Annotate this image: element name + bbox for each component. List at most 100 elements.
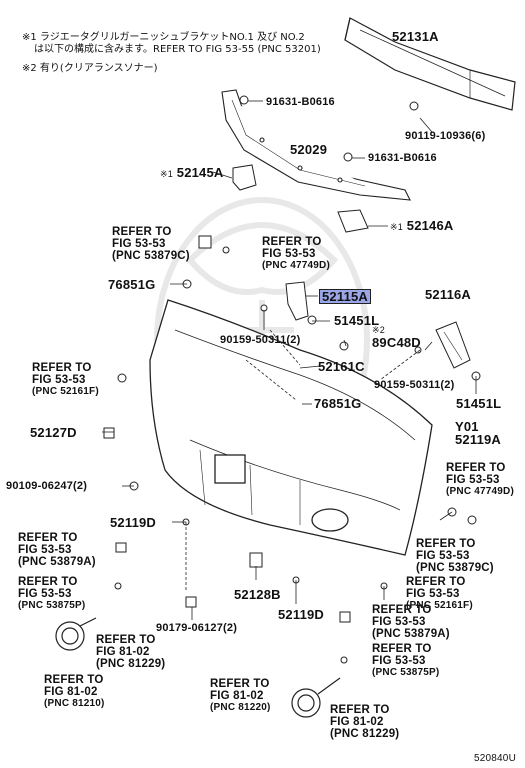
refer-line-1: REFER TO [262,236,322,248]
refer-line-1: REFER TO [210,678,270,690]
refer-line-2: FIG 53-53 [18,544,72,556]
refer-line-1: REFER TO [416,538,476,550]
refer-line-3: (PNC 52161F) [406,600,473,611]
refer-line-2: FIG 81-02 [210,690,264,702]
refer-line-1: REFER TO [372,643,432,655]
refer-line-2: FIG 81-02 [44,686,98,698]
refer-line-3: (PNC 47749D) [446,486,514,497]
note-mark-1: ※1 [390,222,403,232]
refer-line-1: REFER TO [44,674,104,686]
bracket-52146A [337,209,369,233]
refer-line-1: REFER TO [406,576,466,588]
refer-line-2: FIG 53-53 [18,588,72,600]
part-number: 52145A [176,165,224,180]
refer-line-3: (PNC 52161F) [32,386,99,397]
refer-line-1: REFER TO [112,226,172,238]
note-1-line-1: ※1 ラジエータグリルガーニッシュブラケットNO.1 及び NO.2 [22,32,305,43]
refer-line-1: REFER TO [32,362,92,374]
part-label-90119[interactable]: 90119-10936(6) [405,130,486,142]
refer-line-2: FIG 81-02 [96,646,150,658]
refer-line-1: REFER TO [18,532,78,544]
refer-line-2: FIG 53-53 [32,374,86,386]
note-mark-2: ※2 [372,325,385,335]
note-2: ※2 有り(クリアランスソナー) [22,63,158,74]
refer-line-3: (PNC 47749D) [262,260,330,271]
refer-line-3: (PNC 81229) [96,658,166,670]
refer-line-3: (PNC 53879C) [416,562,494,574]
refer-line-2: FIG 53-53 [262,248,316,260]
part-label-90179[interactable]: 90179-06127(2) [156,622,238,634]
note-mark-1: ※1 [160,169,173,179]
part-label-52116A[interactable]: 52116A [425,287,472,302]
part-label-Y01[interactable]: Y01 [455,419,479,434]
leader-lines [102,100,477,620]
refer-line-2: FIG 53-53 [416,550,470,562]
part-label-52161C[interactable]: 52161C [318,359,365,374]
diagram-code: 520840U [474,753,516,764]
part-label-52119D-b[interactable]: 52119D [278,607,325,622]
part-label-52115A[interactable]: 52115A [318,289,372,304]
refer-line-3: (PNC 53875P) [18,600,86,611]
part-label-52127D[interactable]: 52127D [30,425,77,440]
bracket-52115A [285,281,309,321]
refer-line-2: FIG 81-02 [330,716,384,728]
part-label-51451L-a[interactable]: 51451L [334,313,380,328]
part-label-52119D-a[interactable]: 52119D [110,515,157,530]
refer-line-3: (PNC 81210) [44,698,105,709]
part-label-52128B[interactable]: 52128B [234,587,281,602]
refer-line-1: REFER TO [18,576,78,588]
refer-line-1: REFER TO [446,462,506,474]
refer-line-3: (PNC 53879C) [112,250,190,262]
part-label-52146A[interactable]: ※1 52146A [390,219,454,234]
part-label-89C48D[interactable]: 89C48D [372,335,421,350]
refer-line-2: FIG 53-53 [446,474,500,486]
refer-line-3: (PNC 53875P) [372,667,440,678]
refer-line-2: FIG 53-53 [406,588,460,600]
part-label-52119A[interactable]: 52119A [455,432,502,447]
refer-line-2: FIG 53-53 [372,616,426,628]
part-label-52131A[interactable]: 52131A [392,29,439,44]
bumper-cover-52119A [149,299,433,556]
part-label-91631-mid[interactable]: 91631-B0616 [368,152,437,164]
part-label-76851G-b[interactable]: 76851G [314,396,362,411]
refer-line-3: (PNC 81229) [330,728,400,740]
fog-lamp-right [291,677,341,718]
part-label-91631-top[interactable]: 91631-B0616 [266,96,335,108]
refer-line-1: REFER TO [96,634,156,646]
part-label-90159-a[interactable]: 90159-50311(2) [220,334,301,346]
reinforcement-52131A [344,17,516,111]
refer-line-2: FIG 53-53 [112,238,166,250]
refer-line-3: (PNC 53879A) [372,628,450,640]
part-label-51451L-b[interactable]: 51451L [456,396,502,411]
part-label-90109[interactable]: 90109-06247(2) [6,480,88,492]
refer-line-1: REFER TO [330,704,390,716]
part-label-52029[interactable]: 52029 [290,142,328,157]
note-1-line-2: は以下の構成に含みます。REFER TO FIG 53-55 (PNC 5320… [34,44,321,55]
part-label-76851G-a[interactable]: 76851G [108,277,156,292]
part-label-90159-b[interactable]: 90159-50311(2) [374,379,455,391]
bracket-52029 [221,89,411,201]
fog-lamp-left [55,617,97,651]
bracket-52145A [232,164,257,191]
refer-line-3: (PNC 81220) [210,702,271,713]
part-label-52145A[interactable]: ※1 52145A [160,166,224,181]
retainer-52116A [435,321,471,369]
refer-line-2: FIG 53-53 [372,655,426,667]
refer-line-3: (PNC 53879A) [18,556,96,568]
fasteners [103,95,481,664]
